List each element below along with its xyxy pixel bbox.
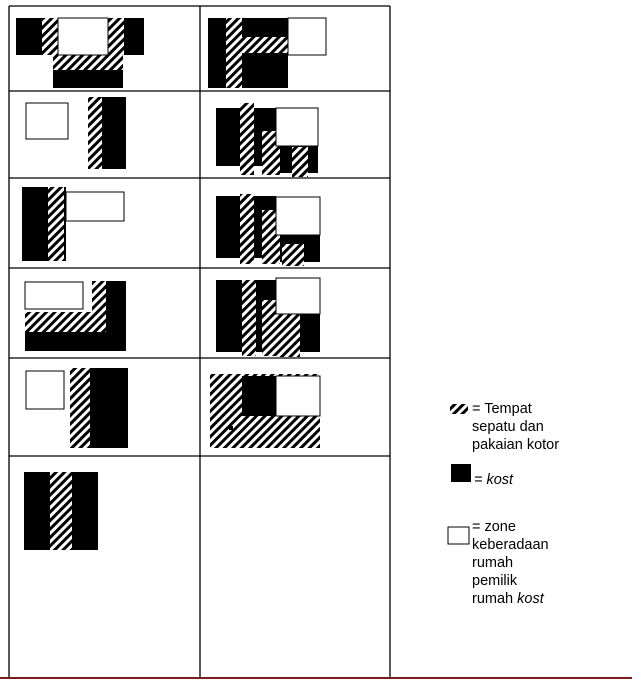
legend-black-swatch <box>451 464 471 482</box>
cell-r2c1-figure <box>25 97 126 169</box>
legend-black-label: = kost <box>474 472 514 488</box>
legend-white-label-text: = zone keberadaan rumah pemilik rumah <box>472 519 549 607</box>
legend-white-label-kost: kost <box>517 591 544 607</box>
cell-r1c2-figure <box>208 17 327 88</box>
legend-hatched-label: = Tempat sepatu dan pakaian kotor <box>472 401 560 453</box>
table-grid <box>8 5 391 677</box>
cell-r4c1-figure <box>24 281 126 351</box>
cell-r3c2-figure <box>216 194 321 266</box>
legend-white-swatch <box>447 526 470 545</box>
cell-r1c1-figure <box>16 17 144 88</box>
cell-r3c1-figure <box>22 187 125 261</box>
cell-r5c2-figure <box>210 374 321 448</box>
cell-r4c2-figure <box>216 277 321 357</box>
cell-r5c1-figure <box>25 368 128 448</box>
cell-r6c1-figure <box>24 472 98 550</box>
legend-symbols <box>447 404 471 545</box>
cell-r2c2-figure <box>216 103 319 177</box>
bottom-rule <box>0 677 632 679</box>
legend-hatched-swatch <box>450 404 468 414</box>
legend-white-label: = zone keberadaan rumah pemilik rumah ko… <box>472 518 549 608</box>
